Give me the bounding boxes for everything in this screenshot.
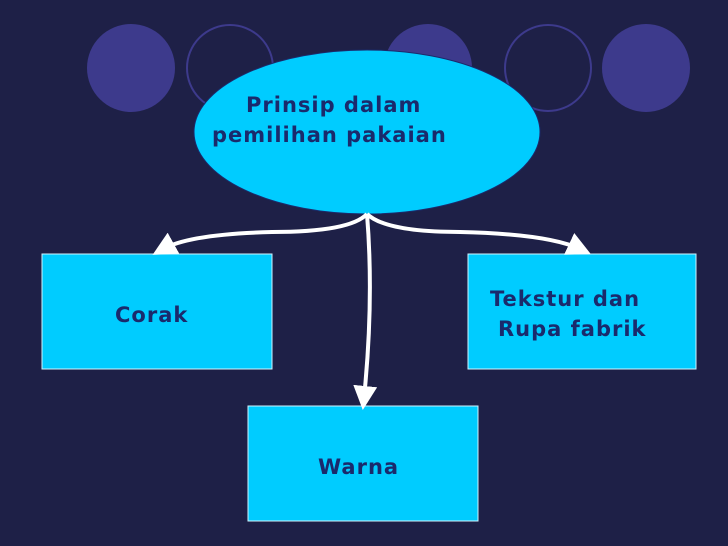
root-node-line-2: pemilihan pakaian <box>212 123 447 147</box>
arrow-to-corak <box>152 212 369 255</box>
warna-node-text: Warna <box>318 455 400 479</box>
corak-node-text: Corak <box>115 303 189 327</box>
tekstur-node-line-2: Rupa fabrik <box>498 317 647 341</box>
decor-circle-filled-3 <box>602 24 690 112</box>
tekstur-node-box <box>467 253 697 370</box>
warna-node-box <box>247 405 479 522</box>
tekstur-node-label: Tekstur dan Rupa fabrik <box>490 284 647 344</box>
arrow-to-warna <box>353 213 378 410</box>
corak-node-box <box>41 253 273 370</box>
decor-circle-filled-1 <box>87 24 175 112</box>
tekstur-node-line-1: Tekstur dan <box>490 287 641 311</box>
arrow-to-tekstur <box>365 212 591 255</box>
root-node-label: Prinsip dalam pemilihan pakaian <box>212 90 524 150</box>
warna-node-label: Warna <box>318 452 399 482</box>
decor-circle-outline-2 <box>504 24 592 112</box>
root-node-line-1: Prinsip dalam <box>246 93 422 117</box>
corak-node-label: Corak <box>115 300 188 330</box>
